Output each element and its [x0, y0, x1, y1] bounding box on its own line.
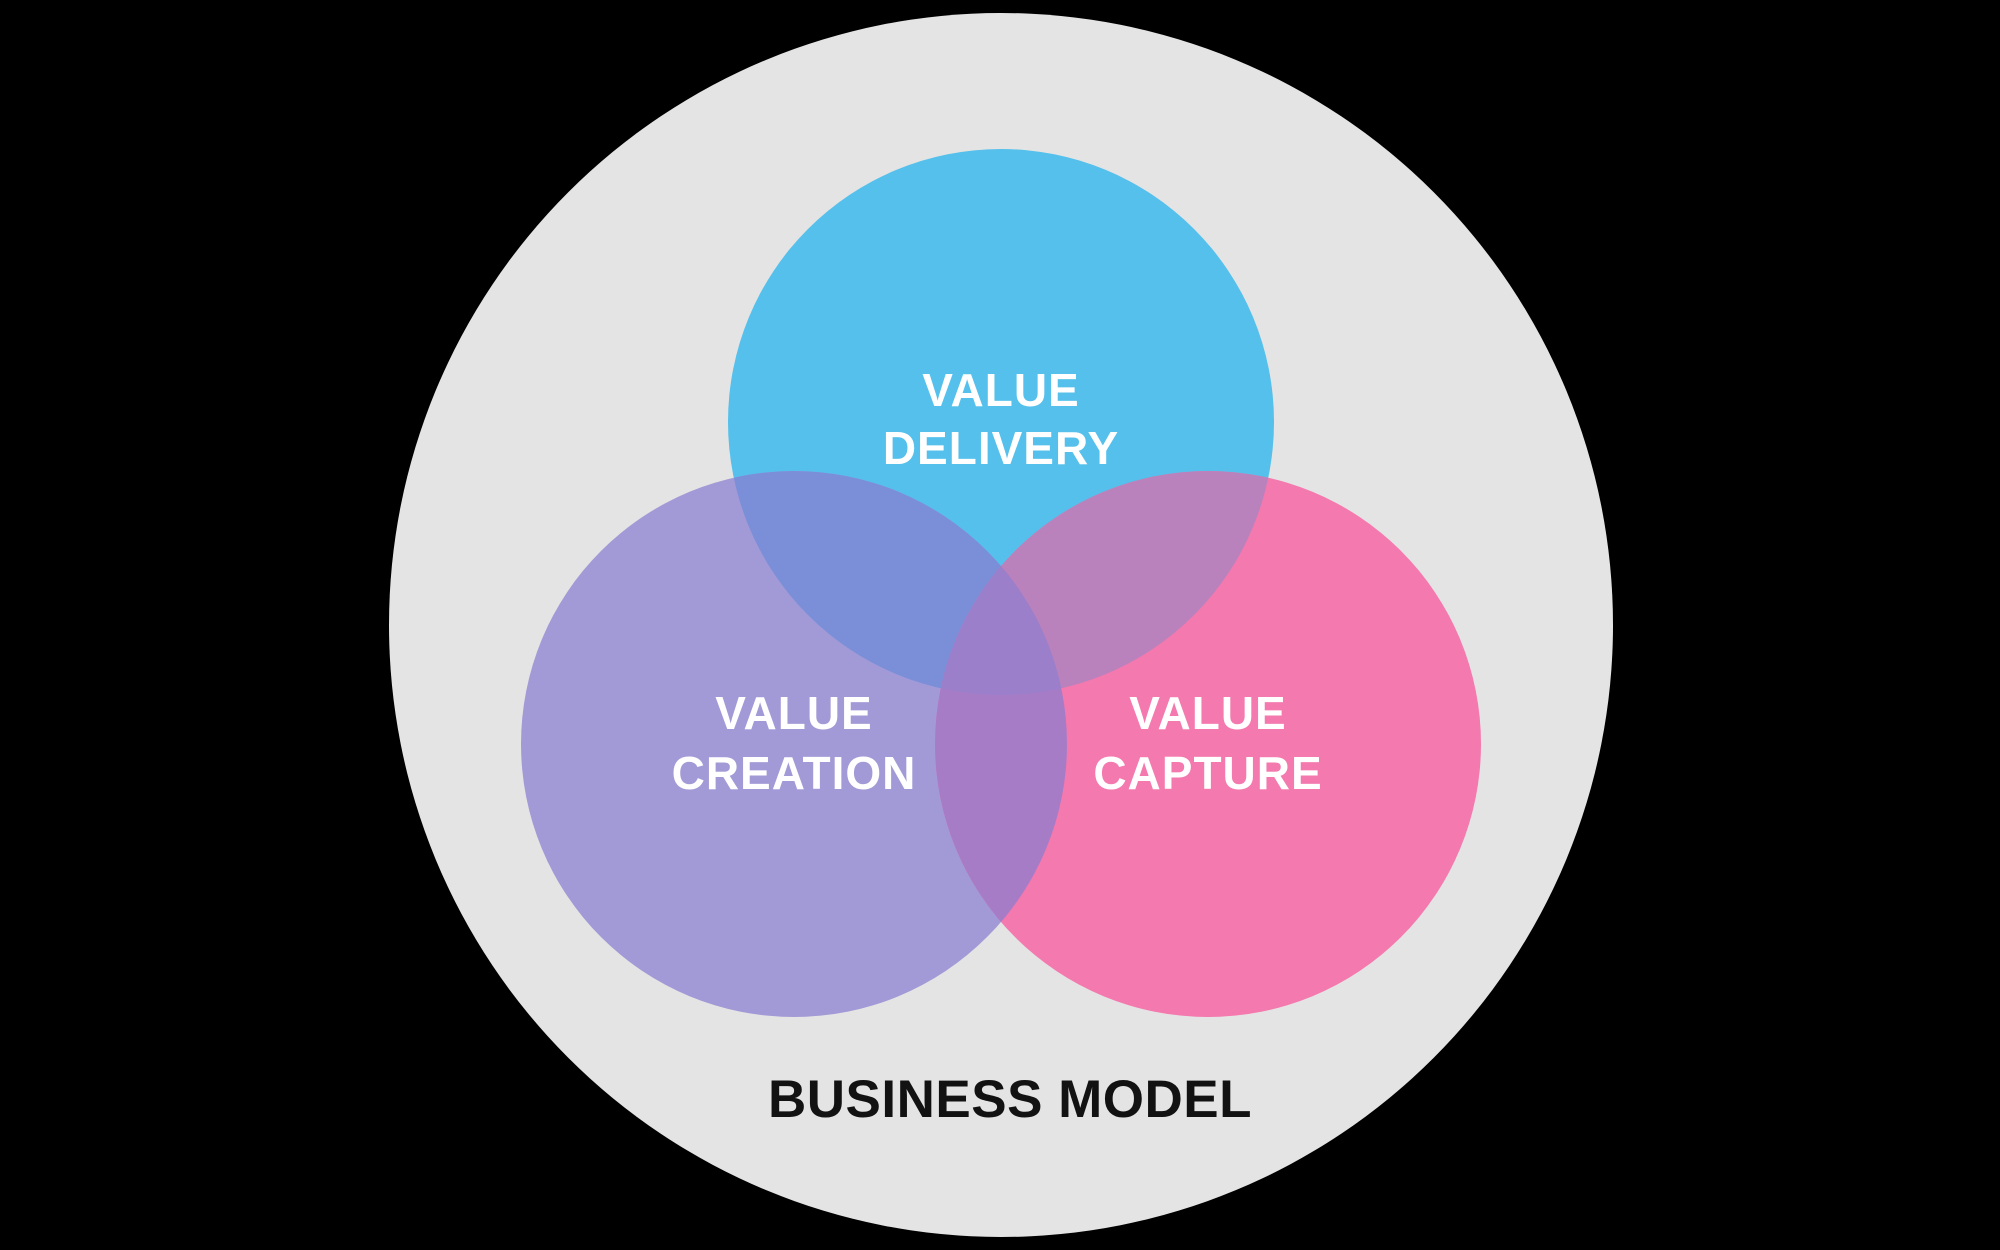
value-capture-label-line1: VALUE: [1129, 687, 1287, 739]
value-capture-label-line2: CAPTURE: [1093, 747, 1322, 799]
overlap-delivery-capture: [935, 471, 1274, 695]
value-delivery-label-line1: VALUE: [922, 364, 1080, 416]
overlap-delivery-creation: [728, 471, 1067, 695]
value-creation-label-line1: VALUE: [715, 687, 873, 739]
value-creation-label-line2: CREATION: [672, 747, 917, 799]
value-delivery-label-line2: DELIVERY: [883, 422, 1119, 474]
business-model-label: BUSINESS MODEL: [768, 1070, 1252, 1129]
